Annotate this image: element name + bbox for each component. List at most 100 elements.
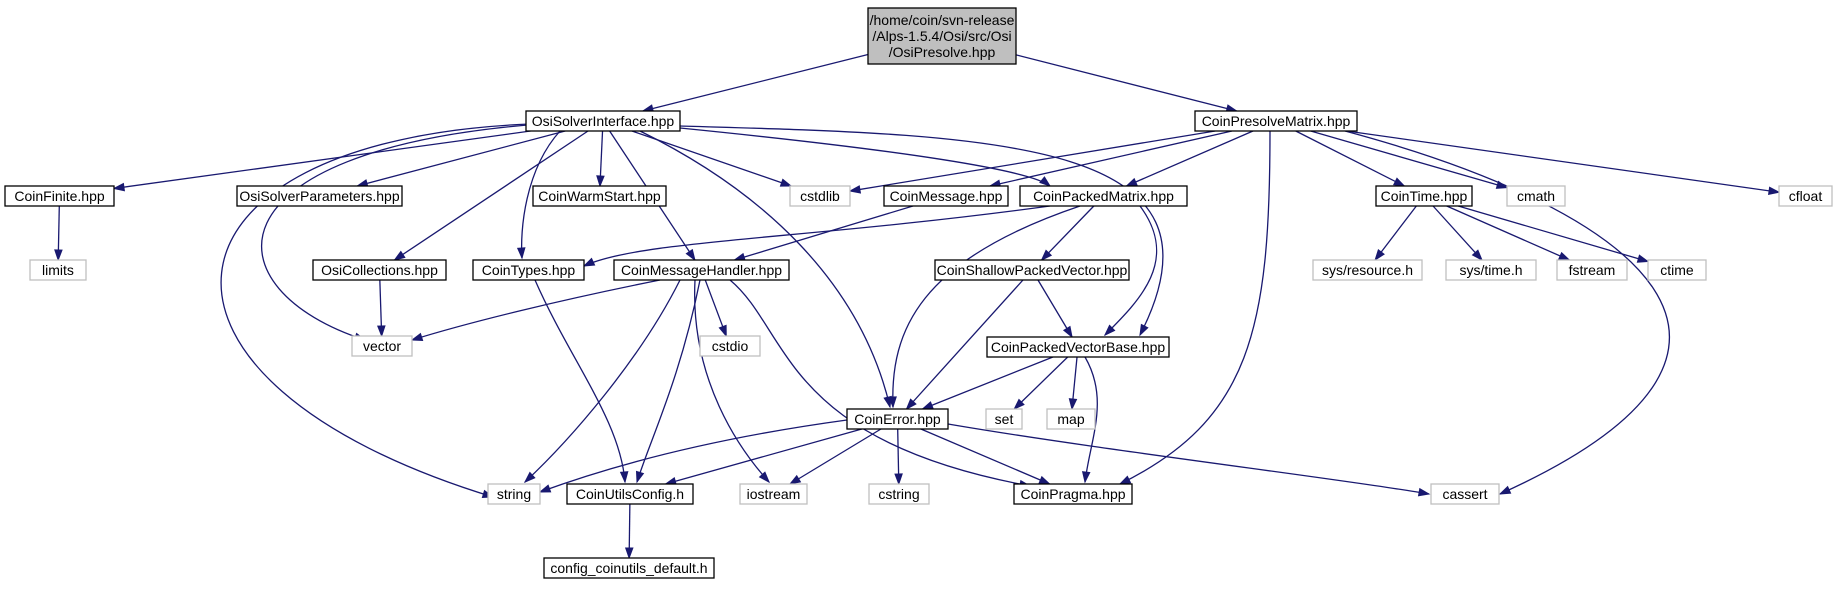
node-label: limits bbox=[42, 262, 74, 278]
node-box bbox=[1194, 110, 1358, 132]
edge-CoinPresolveMatrix-to-CoinTime bbox=[1295, 130, 1406, 187]
edge-line bbox=[1446, 205, 1570, 261]
edge-CoinShallowPackedVector-to-CoinError bbox=[905, 279, 1024, 411]
edge-CoinError-to-iostream bbox=[788, 428, 882, 485]
node-OsiCollections[interactable]: OsiCollections.hpp bbox=[312, 259, 447, 281]
edge-line bbox=[1041, 205, 1095, 261]
edge-line bbox=[989, 130, 1233, 187]
node-CoinMessageHandler[interactable]: CoinMessageHandler.hpp bbox=[613, 259, 790, 281]
edge-OsiSolverInterface-to-CoinFinite-arrowhead bbox=[112, 182, 125, 192]
edge-CoinPackedVectorBase-to-CoinPragma-arrowhead bbox=[1081, 471, 1091, 484]
node-CoinShallowPackedVector[interactable]: CoinShallowPackedVector.hpp bbox=[934, 259, 1130, 281]
edges-layer bbox=[54, 53, 1781, 560]
node-label: CoinPackedMatrix.hpp bbox=[1033, 188, 1174, 204]
node-CoinPragma[interactable]: CoinPragma.hpp bbox=[1013, 483, 1133, 505]
edge-CoinPackedMatrix-to-CoinError bbox=[888, 205, 1081, 409]
edge-OsiSolverInterface-to-CoinTypes bbox=[516, 130, 561, 260]
node-box bbox=[934, 259, 1130, 281]
edge-CoinMessage-to-CoinMessageHandler bbox=[733, 205, 914, 262]
node-root[interactable]: /home/coin/svn-release/Alps-1.5.4/Osi/sr… bbox=[867, 7, 1017, 65]
edge-CoinShallowPackedVector-to-CoinPackedVectorBase-arrowhead bbox=[1062, 325, 1073, 339]
edge-CoinError-to-cassert-arrowhead bbox=[1417, 487, 1431, 497]
node-label: CoinError.hpp bbox=[854, 411, 941, 427]
node-label: map bbox=[1057, 411, 1084, 427]
node-box bbox=[29, 259, 87, 281]
node-cstdio: cstdio bbox=[699, 335, 761, 357]
node-ctime: ctime bbox=[1647, 259, 1707, 281]
node-CoinError[interactable]: CoinError.hpp bbox=[846, 408, 949, 430]
node-CoinTime[interactable]: CoinTime.hpp bbox=[1375, 185, 1473, 207]
edge-CoinPackedVectorBase-to-map bbox=[1068, 356, 1078, 411]
edge-CoinPackedVectorBase-to-CoinPragma bbox=[1081, 356, 1098, 484]
edge-line bbox=[1374, 205, 1417, 261]
edge-CoinTime-to-ctime-arrowhead bbox=[1636, 254, 1650, 263]
node-label: CoinTypes.hpp bbox=[482, 262, 576, 278]
edge-OsiSolverInterface-to-OsiCollections bbox=[393, 130, 589, 261]
edge-CoinPackedMatrix-to-CoinTypes bbox=[582, 205, 1051, 267]
node-label: vector bbox=[363, 338, 401, 354]
node-fstream: fstream bbox=[1556, 259, 1628, 281]
node-OsiSolverInterface[interactable]: OsiSolverInterface.hpp bbox=[525, 110, 681, 132]
node-box bbox=[699, 335, 761, 357]
node-CoinPackedVectorBase[interactable]: CoinPackedVectorBase.hpp bbox=[986, 336, 1170, 358]
edge-CoinMessageHandler-to-CoinUtilsConfig bbox=[635, 279, 701, 484]
node-CoinPresolveMatrix[interactable]: CoinPresolveMatrix.hpp bbox=[1194, 110, 1358, 132]
node-config_default[interactable]: config_coinutils_default.h bbox=[543, 557, 715, 579]
node-CoinTypes[interactable]: CoinTypes.hpp bbox=[472, 259, 585, 281]
node-sys_time: sys/time.h bbox=[1445, 259, 1537, 281]
edge-CoinTime-to-sys_time-arrowhead bbox=[1471, 249, 1483, 262]
edge-line bbox=[642, 53, 869, 112]
node-box bbox=[846, 408, 949, 430]
edge-CoinTime-to-sys_resource bbox=[1374, 205, 1417, 262]
node-cfloat: cfloat bbox=[1778, 185, 1833, 207]
edge-line bbox=[534, 279, 626, 483]
edge-line bbox=[357, 130, 566, 187]
node-label: CoinUtilsConfig.h bbox=[576, 486, 684, 502]
node-label: CoinMessage.hpp bbox=[890, 188, 1003, 204]
node-CoinWarmStart[interactable]: CoinWarmStart.hpp bbox=[532, 185, 667, 207]
node-CoinUtilsConfig[interactable]: CoinUtilsConfig.h bbox=[566, 483, 694, 505]
node-CoinPackedMatrix[interactable]: CoinPackedMatrix.hpp bbox=[1019, 185, 1188, 207]
edge-line bbox=[524, 279, 681, 483]
node-box bbox=[1556, 259, 1628, 281]
edge-line bbox=[947, 423, 1430, 495]
node-CoinFinite[interactable]: CoinFinite.hpp bbox=[4, 185, 115, 207]
edge-line bbox=[636, 279, 701, 483]
node-label: CoinWarmStart.hpp bbox=[538, 188, 661, 204]
node-label: CoinPresolveMatrix.hpp bbox=[1202, 113, 1351, 129]
edge-line bbox=[1013, 356, 1069, 410]
node-CoinMessage[interactable]: CoinMessage.hpp bbox=[883, 185, 1009, 207]
edge-CoinTime-to-fstream-arrowhead bbox=[1557, 251, 1571, 261]
edge-line bbox=[679, 125, 1164, 336]
edge-CoinShallowPackedVector-to-CoinError-arrowhead bbox=[905, 398, 917, 411]
edge-CoinError-to-iostream-arrowhead bbox=[788, 474, 802, 485]
node-box bbox=[1445, 259, 1537, 281]
edge-CoinTypes-to-CoinUtilsConfig bbox=[534, 279, 629, 484]
edge-line bbox=[789, 428, 882, 485]
edge-CoinPackedMatrix-to-CoinTypes-arrowhead bbox=[582, 257, 596, 267]
node-box bbox=[236, 185, 403, 207]
node-box bbox=[525, 110, 681, 132]
edge-CoinPackedMatrix-to-CoinPackedVectorBase bbox=[1103, 205, 1158, 337]
node-vector: vector bbox=[351, 335, 413, 357]
edge-CoinMessageHandler-to-cstdio-arrowhead bbox=[718, 324, 727, 338]
node-box bbox=[1046, 408, 1096, 430]
node-string: string bbox=[487, 483, 541, 505]
edge-line bbox=[1432, 205, 1483, 261]
node-label: ctime bbox=[1660, 262, 1694, 278]
edge-CoinError-to-cstring bbox=[894, 428, 903, 486]
node-map: map bbox=[1046, 408, 1096, 430]
edge-OsiSolverInterface-to-CoinTypes-arrowhead bbox=[516, 247, 526, 260]
node-label: /OsiPresolve.hpp bbox=[889, 44, 996, 60]
node-OsiSolverParameters[interactable]: OsiSolverParameters.hpp bbox=[236, 185, 403, 207]
edge-CoinUtilsConfig-to-config_default bbox=[624, 503, 634, 560]
edge-CoinPresolveMatrix-to-cfloat bbox=[1346, 130, 1781, 196]
edge-root-to-CoinPresolveMatrix bbox=[1015, 54, 1239, 113]
edge-line bbox=[539, 419, 848, 493]
edge-line bbox=[1310, 130, 1508, 189]
node-label: set bbox=[995, 411, 1014, 427]
edge-OsiSolverInterface-to-CoinMessageHandler-arrowhead bbox=[685, 248, 696, 262]
edge-line bbox=[220, 123, 531, 498]
edge-line bbox=[639, 130, 891, 408]
node-label: cfloat bbox=[1789, 188, 1823, 204]
